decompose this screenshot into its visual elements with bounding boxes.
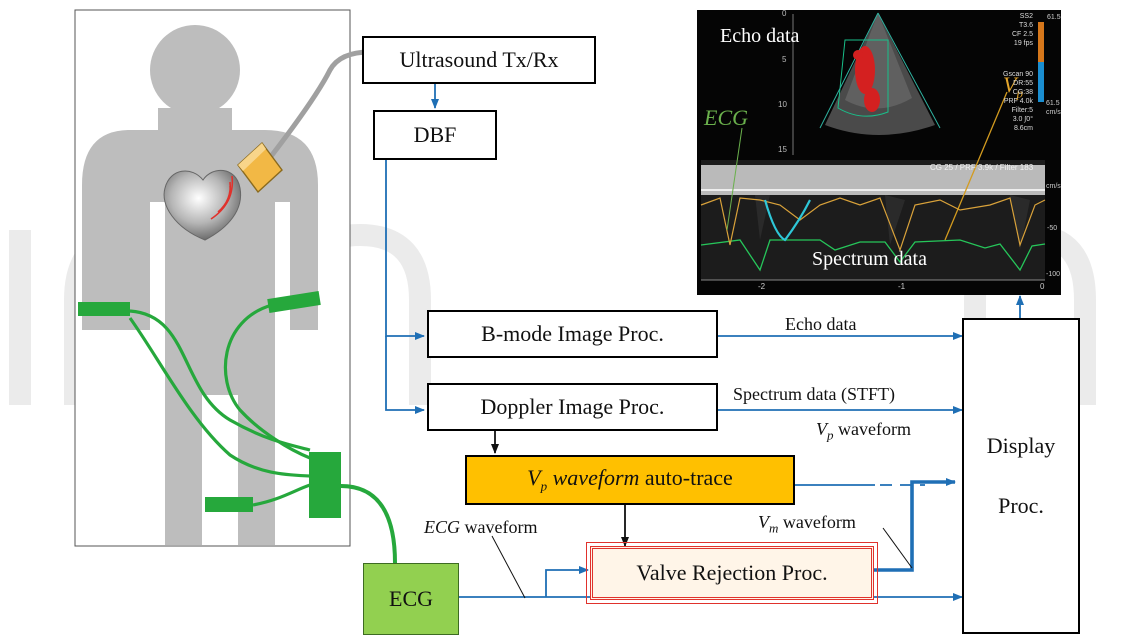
ecg-electrodes bbox=[78, 291, 321, 512]
ultrasound-txrx-block: Ultrasound Tx/Rx bbox=[362, 36, 596, 84]
doppler-label: Doppler Image Proc. bbox=[480, 394, 665, 419]
bmode-block: B-mode Image Proc. bbox=[427, 310, 718, 358]
vp-autotrace-label: Vp waveform auto-trace bbox=[527, 465, 733, 494]
depth-tick-15: 15 bbox=[778, 145, 787, 154]
velocity-unit-label: cm/s bbox=[1046, 183, 1061, 190]
echo-spectrum-image bbox=[697, 10, 1061, 295]
colorbar-bottom-label: 61.5 bbox=[1046, 100, 1060, 107]
spectrum-data-signal-label: Spectrum data (STFT) bbox=[733, 384, 895, 404]
velocity-tick-50: -50 bbox=[1047, 225, 1058, 232]
ecg-block: ECG bbox=[363, 563, 459, 635]
echo-setting-line: CF 2.5 bbox=[1011, 31, 1033, 38]
arrow-dbf-to-doppler bbox=[385, 336, 425, 414]
velocity-tick-100: -100 bbox=[1046, 271, 1061, 278]
depth-tick-5: 5 bbox=[782, 55, 787, 64]
echo-setting-line: 8.6cm bbox=[1013, 125, 1033, 132]
bmode-label: B-mode Image Proc. bbox=[481, 321, 664, 346]
human-body-figure bbox=[82, 25, 318, 545]
probe-cable bbox=[260, 49, 371, 170]
echo-data-signal-label: Echo data bbox=[785, 314, 857, 334]
vp-autotrace-block: Vp waveform auto-trace bbox=[465, 455, 795, 505]
ecg-cables bbox=[128, 303, 311, 507]
echo-setting-line: T3.6 bbox=[1018, 22, 1033, 29]
echo-setting-line: SS2 bbox=[1019, 13, 1033, 20]
depth-tick-0: 0 bbox=[782, 9, 787, 18]
colorbar-top-label: 61.5 bbox=[1047, 14, 1061, 21]
heart-icon bbox=[163, 170, 242, 241]
echo-image-ecg-label: ECG bbox=[704, 105, 748, 130]
echo-setting-line: DR:55 bbox=[1013, 80, 1033, 87]
vp-waveform-signal-label: Vp waveform bbox=[816, 419, 911, 443]
echo-setting-line: CG:38 bbox=[1012, 89, 1033, 96]
echo-setting-line: Filter:5 bbox=[1011, 107, 1033, 114]
dbf-label: DBF bbox=[413, 122, 457, 147]
echo-image-spectrum-label: Spectrum data bbox=[812, 248, 927, 270]
depth-tick-10: 10 bbox=[778, 100, 787, 109]
echo-setting-line: PRF 4.0k bbox=[1003, 98, 1033, 105]
colorbar-unit-label: cm/s bbox=[1046, 109, 1061, 116]
leader-vm-waveform bbox=[882, 527, 913, 569]
ecg-block-label: ECG bbox=[389, 586, 433, 611]
time-tick-0: 0 bbox=[1040, 282, 1045, 291]
ultrasound-txrx-label: Ultrasound Tx/Rx bbox=[399, 47, 559, 72]
vm-waveform-signal-label: Vm waveform bbox=[758, 512, 856, 536]
ultrasound-wave-icon bbox=[210, 175, 234, 220]
ultrasound-probe-icon bbox=[237, 141, 283, 194]
time-tick-minus2: -2 bbox=[758, 282, 766, 291]
echo-image-top-overlay: CG 25 / PRF 3.9k / Filter 183 bbox=[930, 163, 1034, 172]
arrow-ecg-to-valve bbox=[545, 566, 589, 597]
display-label-line1: Display bbox=[986, 433, 1056, 458]
time-tick-minus1: -1 bbox=[898, 282, 906, 291]
echo-image-echo-label: Echo data bbox=[720, 25, 800, 47]
echo-image-vp-label: Vp bbox=[1003, 72, 1023, 101]
valve-rejection-block: Valve Rejection Proc. bbox=[586, 542, 878, 604]
arrow-dbf-to-bmode bbox=[385, 160, 425, 340]
doppler-block: Doppler Image Proc. bbox=[427, 383, 718, 431]
display-proc-block: Display Proc. bbox=[962, 318, 1080, 634]
ecg-waveform-signal-label: ECG waveform bbox=[424, 517, 538, 537]
dbf-block: DBF bbox=[373, 110, 497, 160]
echo-setting-line: 3.0 ∫0° bbox=[1012, 116, 1033, 123]
ecg-lead-cable bbox=[340, 484, 397, 564]
arrow-vm-waveform bbox=[874, 478, 956, 572]
leader-ecg-waveform bbox=[491, 535, 526, 599]
valve-rejection-label: Valve Rejection Proc. bbox=[636, 560, 828, 585]
ecg-connector bbox=[309, 452, 341, 518]
echo-setting-line: Gscan 90 bbox=[1003, 71, 1033, 78]
echo-setting-line: 19 fps bbox=[1013, 40, 1033, 47]
display-label-line2: Proc. bbox=[998, 493, 1044, 518]
